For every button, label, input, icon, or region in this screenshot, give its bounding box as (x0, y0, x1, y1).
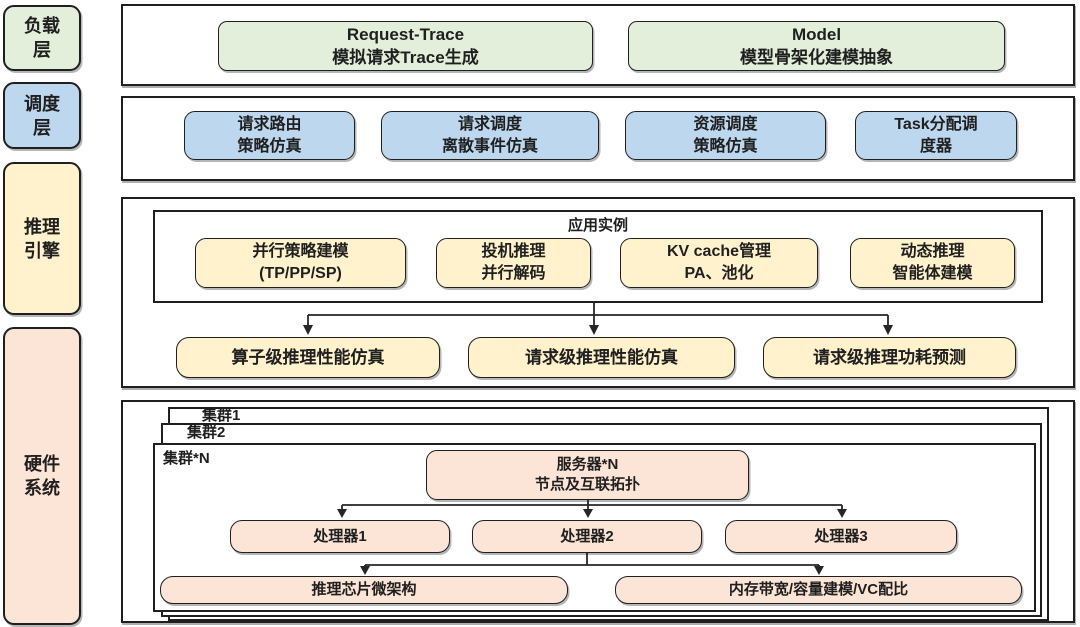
mem-model-box: 内存带宽/容量建模/VC配比 (615, 576, 1022, 604)
op-level-sim-label: 算子级推理性能仿真 (231, 348, 385, 367)
cluster2-label: 集群2 (187, 424, 226, 441)
parallel-strategy-line1: 并行策略建模 (252, 243, 349, 260)
side-label-load-layer: 负载 层 (3, 5, 81, 71)
request-sched-line2: 离散事件仿真 (441, 137, 538, 155)
side-label-hw-line1: 硬件 (24, 454, 60, 474)
req-perf-sim-label: 请求级推理性能仿真 (525, 348, 678, 367)
request-trace-box: Request-Trace 模拟请求Trace生成 (218, 21, 593, 71)
kv-cache-line1: KV cache管理 (666, 243, 772, 260)
processor1-label: 处理器1 (313, 527, 367, 545)
processor3-label: 处理器3 (814, 527, 868, 545)
request-trace-line2: 模拟请求Trace生成 (332, 48, 479, 67)
dynamic-agent-line1: 动态推理 (900, 243, 965, 260)
side-label-load-line2: 层 (33, 40, 51, 60)
request-routing-line1: 请求路由 (237, 115, 302, 133)
request-sched-box: 请求调度 离散事件仿真 (381, 111, 599, 160)
server-box: 服务器*N 节点及互联拓扑 (426, 450, 749, 500)
side-label-hw-line2: 系统 (24, 478, 60, 498)
mem-model-label: 内存带宽/容量建模/VC配比 (728, 581, 909, 598)
dynamic-agent-line2: 智能体建模 (892, 265, 973, 282)
side-label-sched-layer: 调度 层 (3, 82, 81, 149)
request-sched-line1: 请求调度 (457, 115, 522, 133)
task-alloc-box: Task分配调 度器 (855, 111, 1017, 160)
op-level-sim-box: 算子级推理性能仿真 (176, 337, 440, 378)
parallel-strategy-line2: (TP/PP/SP) (259, 265, 342, 282)
model-line1: Model (791, 25, 842, 44)
chip-microarch-box: 推理芯片微架构 (160, 576, 568, 604)
side-label-sched-line1: 调度 (24, 93, 60, 114)
request-trace-line1: Request-Trace (346, 25, 465, 44)
req-power-pred-box: 请求级推理功耗预测 (763, 337, 1016, 378)
speculative-box: 投机推理 并行解码 (436, 238, 591, 288)
req-perf-sim-box: 请求级推理性能仿真 (468, 337, 735, 378)
speculative-line1: 投机推理 (481, 243, 546, 260)
processor2-box: 处理器2 (472, 520, 702, 553)
side-label-sched-line2: 层 (33, 117, 51, 138)
speculative-line2: 并行解码 (481, 265, 546, 282)
cluster1-label: 集群1 (202, 407, 241, 424)
resource-sched-box: 资源调度 策略仿真 (625, 111, 826, 160)
task-alloc-line2: 度器 (919, 137, 952, 155)
side-label-load-line1: 负载 (24, 16, 60, 36)
kv-cache-line2: PA、池化 (684, 265, 754, 282)
side-label-hw-layer: 硬件 系统 (3, 327, 81, 625)
processor3-box: 处理器3 (725, 520, 957, 553)
processor1-box: 处理器1 (230, 520, 450, 553)
model-box: Model 模型骨架化建模抽象 (628, 21, 1005, 71)
processor2-label: 处理器2 (560, 527, 614, 545)
request-routing-line2: 策略仿真 (237, 137, 302, 155)
model-line2: 模型骨架化建模抽象 (740, 48, 893, 67)
req-power-pred-label: 请求级推理功耗预测 (813, 348, 966, 367)
resource-sched-line2: 策略仿真 (693, 137, 758, 155)
server-line1: 服务器*N (556, 456, 619, 473)
parallel-strategy-box: 并行策略建模 (TP/PP/SP) (195, 238, 406, 288)
task-alloc-line1: Task分配调 (894, 115, 978, 133)
side-label-engine-line2: 引擎 (24, 240, 60, 261)
dynamic-agent-box: 动态推理 智能体建模 (850, 238, 1015, 288)
kv-cache-box: KV cache管理 PA、池化 (620, 238, 818, 288)
app-instance-title: 应用实例 (567, 217, 628, 234)
resource-sched-line1: 资源调度 (693, 115, 758, 133)
clusterN-label: 集群*N (163, 450, 210, 467)
chip-microarch-label: 推理芯片微架构 (311, 581, 417, 598)
side-label-engine-layer: 推理 引擎 (3, 162, 81, 315)
side-label-engine-line1: 推理 (24, 216, 60, 237)
server-line2: 节点及互联拓扑 (534, 476, 640, 493)
request-routing-box: 请求路由 策略仿真 (184, 111, 355, 160)
